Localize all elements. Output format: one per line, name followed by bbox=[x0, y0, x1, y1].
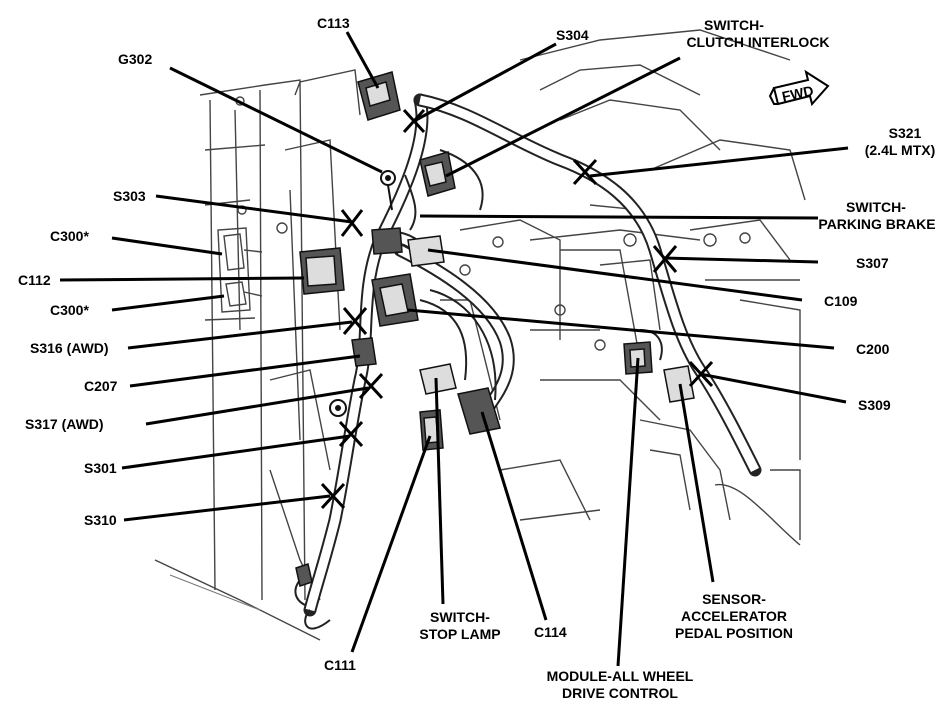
label-s321-1: S321 bbox=[889, 125, 922, 141]
label-s321-2: (2.4L MTX) bbox=[865, 142, 936, 158]
ground-icon bbox=[329, 399, 347, 417]
label-c112: C112 bbox=[18, 272, 51, 288]
label-sensor-2: ACCELERATOR bbox=[681, 608, 787, 624]
label-g302: G302 bbox=[118, 51, 152, 67]
label-switch-parking-2: PARKING BRAKE bbox=[818, 216, 935, 232]
label-s317: S317 (AWD) bbox=[25, 416, 104, 432]
label-c114: C114 bbox=[534, 624, 567, 640]
label-c300-bottom: C300* bbox=[50, 302, 89, 318]
splice-x-icon bbox=[358, 372, 384, 400]
c109-connector bbox=[407, 235, 445, 267]
label-c113: C113 bbox=[317, 15, 350, 31]
fwd-arrow-icon: FWD bbox=[768, 69, 830, 107]
label-switch-parking-1: SWITCH- bbox=[846, 199, 906, 215]
label-c300-top: C300* bbox=[50, 228, 89, 244]
c207-connector bbox=[351, 337, 377, 367]
label-c207: C207 bbox=[84, 378, 118, 394]
label-s316: S316 (AWD) bbox=[30, 340, 109, 356]
label-switch-stop-1: SWITCH- bbox=[430, 609, 490, 625]
label-sensor-3: PEDAL POSITION bbox=[675, 625, 793, 641]
stop-lamp-switch bbox=[419, 363, 457, 395]
label-s303: S303 bbox=[113, 188, 146, 204]
fwd-label: FWD bbox=[780, 82, 815, 104]
label-s304: S304 bbox=[556, 27, 589, 43]
accelerator-sensor-connector bbox=[663, 365, 695, 403]
label-c111: C111 bbox=[324, 657, 356, 673]
label-c109: C109 bbox=[824, 293, 858, 309]
g302-ground-icon bbox=[380, 170, 396, 211]
splice-x-icon bbox=[342, 307, 368, 335]
callout-labels: C113 S304 SWITCH- CLUTCH INTERLOCK G302 … bbox=[18, 15, 936, 701]
vehicle-structure-artwork bbox=[154, 29, 806, 641]
splice-x-icon bbox=[320, 482, 346, 510]
label-module-2: DRIVE CONTROL bbox=[562, 685, 678, 701]
label-module-1: MODULE-ALL WHEEL bbox=[547, 668, 694, 684]
label-switch-clutch-2: CLUTCH INTERLOCK bbox=[686, 34, 829, 50]
label-s307: S307 bbox=[856, 255, 889, 271]
label-switch-stop-2: STOP LAMP bbox=[419, 626, 500, 642]
splice-x-icon bbox=[402, 108, 426, 134]
label-sensor-1: SENSOR- bbox=[702, 591, 766, 607]
label-c200: C200 bbox=[856, 341, 890, 357]
splice-markers bbox=[320, 108, 714, 510]
parking-brake-connector bbox=[371, 227, 403, 255]
splice-x-icon bbox=[338, 420, 364, 448]
label-s309: S309 bbox=[858, 397, 891, 413]
splice-x-icon bbox=[340, 209, 364, 237]
label-switch-clutch-1: SWITCH- bbox=[704, 17, 764, 33]
label-s301: S301 bbox=[84, 460, 117, 476]
c114-connector bbox=[457, 387, 501, 435]
leader-lines bbox=[59, 31, 849, 667]
label-s310: S310 bbox=[84, 512, 117, 528]
splice-x-icon bbox=[572, 158, 598, 186]
